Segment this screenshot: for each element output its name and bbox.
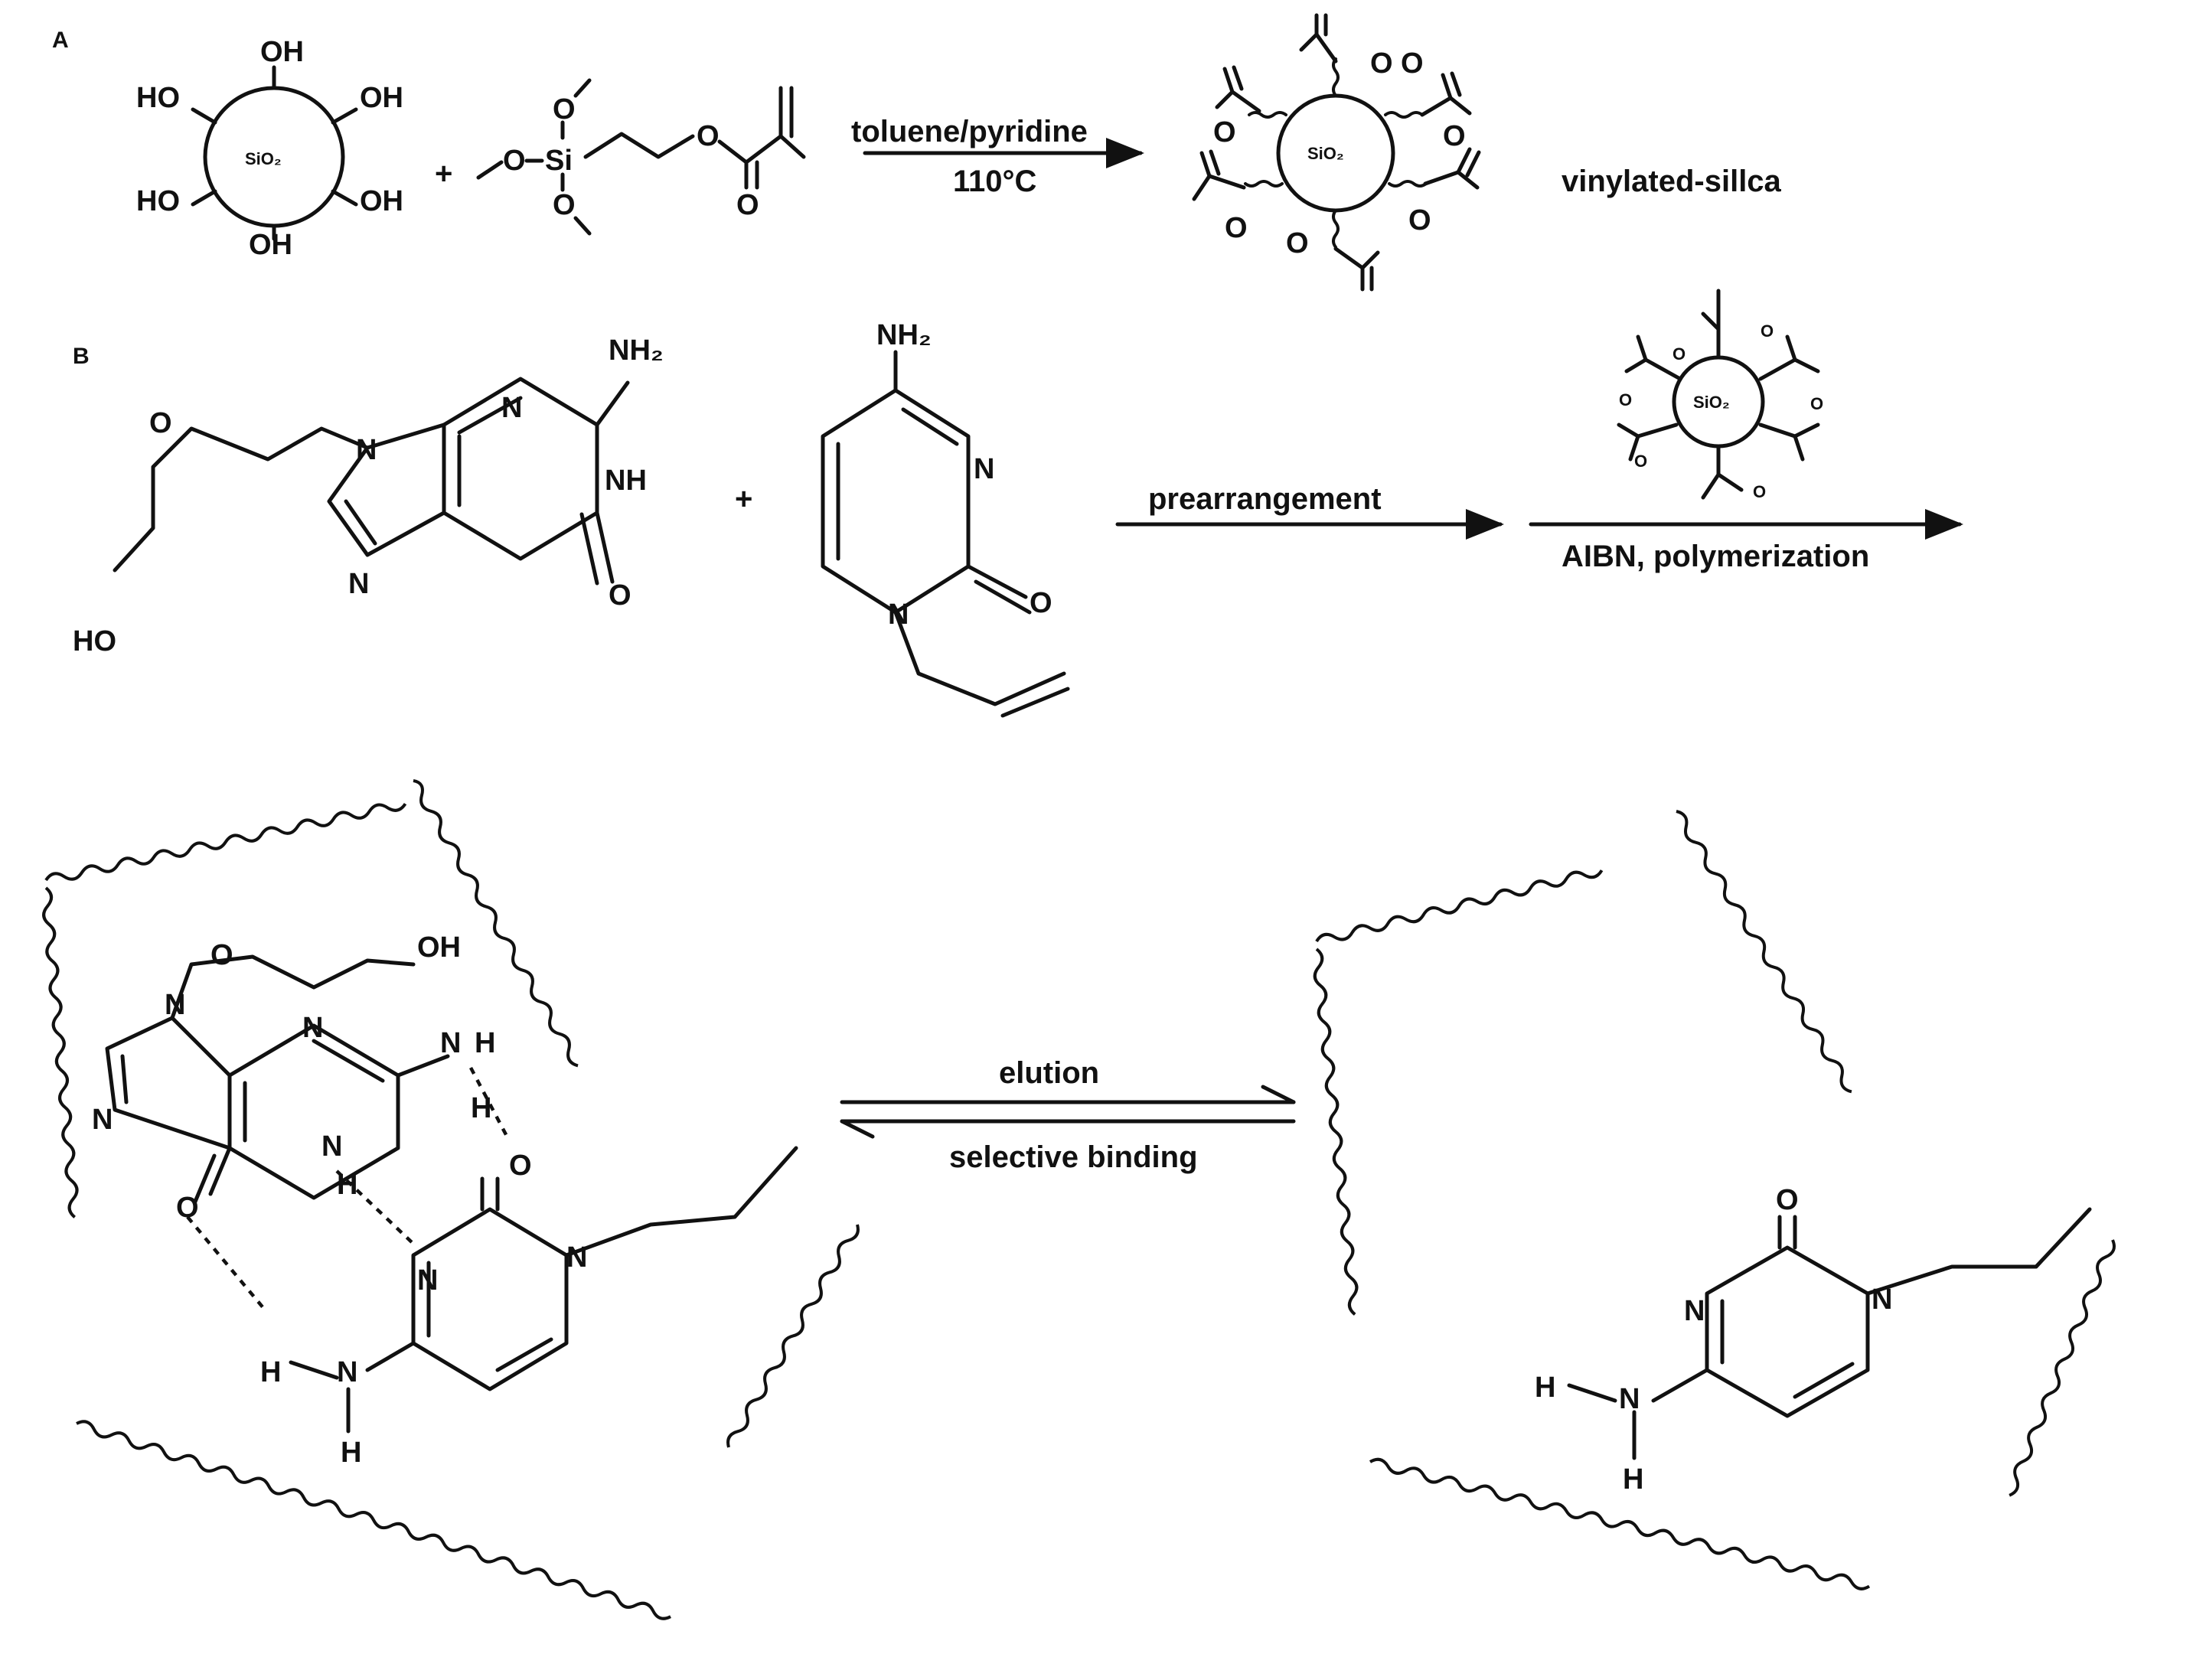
svg-text:NH₂: NH₂ [876, 319, 932, 351]
selective-binding-label: selective binding [949, 1140, 1198, 1174]
svg-text:O: O [503, 145, 526, 177]
svg-text:N: N [321, 1130, 342, 1163]
svg-text:N: N [92, 1104, 113, 1136]
silica-label: SiO₂ [245, 149, 282, 168]
silica-particle-hydroxylated: SiO₂ OH OH OH OH HO HO [136, 36, 403, 261]
svg-text:O: O [176, 1192, 199, 1224]
product-label: vinylated-sillca [1562, 165, 1782, 198]
svg-text:OH: OH [417, 931, 461, 964]
svg-text:N: N [302, 1012, 323, 1044]
svg-text:O: O [1225, 212, 1248, 244]
svg-text:O: O [1370, 47, 1393, 80]
svg-text:SiO₂: SiO₂ [1693, 393, 1730, 412]
svg-text:O: O [210, 939, 233, 971]
svg-text:N: N [888, 599, 909, 631]
svg-text:H: H [1623, 1463, 1643, 1496]
vinylated-silica-small: SiO₂ O O O O O O [1617, 289, 1823, 501]
svg-text:N: N [1619, 1383, 1640, 1415]
svg-text:O: O [1634, 452, 1647, 471]
hydroxyl-lower-left: HO [136, 185, 180, 217]
hydroxyl-lower-right: OH [360, 185, 403, 217]
svg-text:O: O [1443, 120, 1466, 152]
svg-text:O: O [1776, 1184, 1799, 1216]
plus-a: + [435, 157, 452, 191]
hydroxyl-top: OH [260, 36, 304, 68]
conditions-temperature: 110°C [953, 165, 1036, 198]
prearrangement-arrow: prearrangement [1115, 482, 1504, 540]
prearrangement-label: prearrangement [1148, 482, 1382, 516]
svg-text:O: O [736, 189, 759, 221]
svg-text:O: O [1286, 227, 1309, 259]
svg-text:O: O [1810, 394, 1823, 413]
hydroxyl-bottom: OH [249, 229, 292, 261]
silane-coupling-agent: O Si O O O O [476, 78, 806, 236]
svg-text:H: H [260, 1356, 281, 1388]
svg-text:SiO₂: SiO₂ [1307, 144, 1344, 163]
svg-text:O: O [1672, 344, 1686, 364]
svg-text:O: O [509, 1150, 532, 1182]
elution-label: elution [999, 1056, 1099, 1090]
svg-text:N: N [1872, 1284, 1892, 1316]
acyclovir-template-molecule: NH₂ N NH O N N O HO [73, 334, 664, 657]
svg-text:O: O [1408, 204, 1431, 237]
plus-b: + [735, 482, 752, 516]
svg-text:N: N [974, 453, 994, 485]
svg-text:O: O [1030, 587, 1052, 619]
svg-text:O: O [1401, 47, 1424, 80]
panel-label-b: B [73, 344, 90, 369]
svg-text:O: O [1619, 390, 1632, 409]
polymer-cavity-empty [1313, 810, 2116, 1590]
panel-label-a: A [52, 28, 69, 53]
svg-text:O: O [149, 407, 172, 439]
svg-text:H: H [337, 1169, 357, 1201]
svg-text:O: O [553, 189, 576, 221]
svg-text:N: N [1684, 1295, 1705, 1327]
svg-text:N: N [440, 1027, 461, 1059]
svg-text:NH: NH [605, 465, 647, 497]
svg-text:O: O [609, 579, 631, 612]
svg-text:N: N [348, 568, 369, 600]
amine-label: NH₂ [609, 334, 664, 367]
polymerization-arrow: AIBN, polymerization [1529, 509, 1963, 573]
svg-text:H: H [471, 1092, 491, 1124]
svg-text:O: O [697, 120, 720, 152]
svg-text:H: H [341, 1437, 361, 1469]
allylcytosine-monomer: NH₂ N O N [821, 319, 1070, 718]
svg-text:H: H [475, 1027, 495, 1059]
polymer-cavity-with-template [42, 779, 860, 1620]
hydroxyl-upper-right: OH [360, 82, 403, 114]
svg-text:O: O [1213, 116, 1236, 148]
svg-text:N: N [417, 1264, 438, 1297]
hydroxyl-upper-left: HO [136, 82, 180, 114]
svg-text:O: O [1761, 321, 1774, 341]
equilibrium-arrows: elution selective binding [840, 1056, 1296, 1174]
vinylated-silica-particle: SiO₂ O O O O O O O [1192, 13, 1481, 292]
polymerization-label: AIBN, polymerization [1562, 540, 1869, 573]
svg-text:N: N [165, 989, 185, 1021]
svg-text:N: N [501, 392, 522, 424]
svg-text:N: N [337, 1356, 357, 1388]
bound-monomer-residue: O N N H N H [1535, 1184, 2092, 1496]
svg-text:Si: Si [545, 145, 573, 177]
svg-text:O: O [553, 93, 576, 126]
conditions-solvent: toluene/pyridine [851, 115, 1088, 148]
reaction-arrow-a: toluene/pyridine 110°C [851, 115, 1144, 198]
svg-text:H: H [1535, 1372, 1555, 1404]
svg-text:N: N [566, 1241, 587, 1274]
svg-text:N: N [356, 434, 377, 466]
template-monomer-complex: OH O N N N N H N H H O O N N H N H [92, 931, 798, 1469]
svg-text:O: O [1753, 482, 1766, 501]
svg-text:HO: HO [73, 625, 116, 657]
